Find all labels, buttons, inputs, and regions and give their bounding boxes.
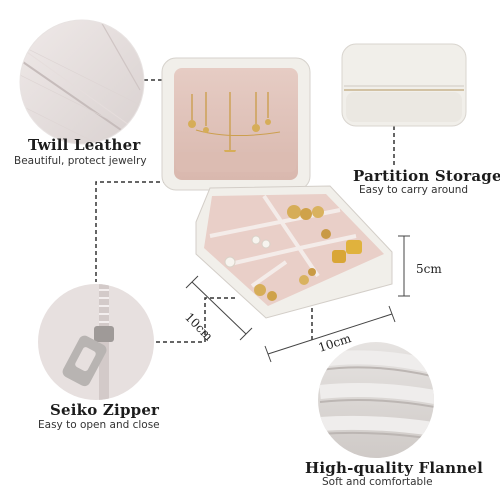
closed-box [341,43,467,127]
height-dimension-label: 5cm [416,262,442,276]
leather-subtitle: Beautiful, protect jewelry [14,155,147,167]
open-box-lid [161,57,311,191]
zipper-subtitle: Easy to open and close [38,419,160,431]
partition-title: Partition Storage [353,167,500,185]
zipper-title: Seiko Zipper [50,401,160,419]
zipper-detail-circle [38,284,154,400]
partition-subtitle: Easy to carry around [359,184,469,196]
dimension-lines [185,235,410,363]
open-box-base [195,185,393,319]
flannel-detail-circle [318,342,434,458]
leather-title: Twill Leather [28,136,141,154]
flannel-title: High-quality Flannel [305,459,483,477]
flannel-subtitle: Soft and comfortable [322,476,433,488]
